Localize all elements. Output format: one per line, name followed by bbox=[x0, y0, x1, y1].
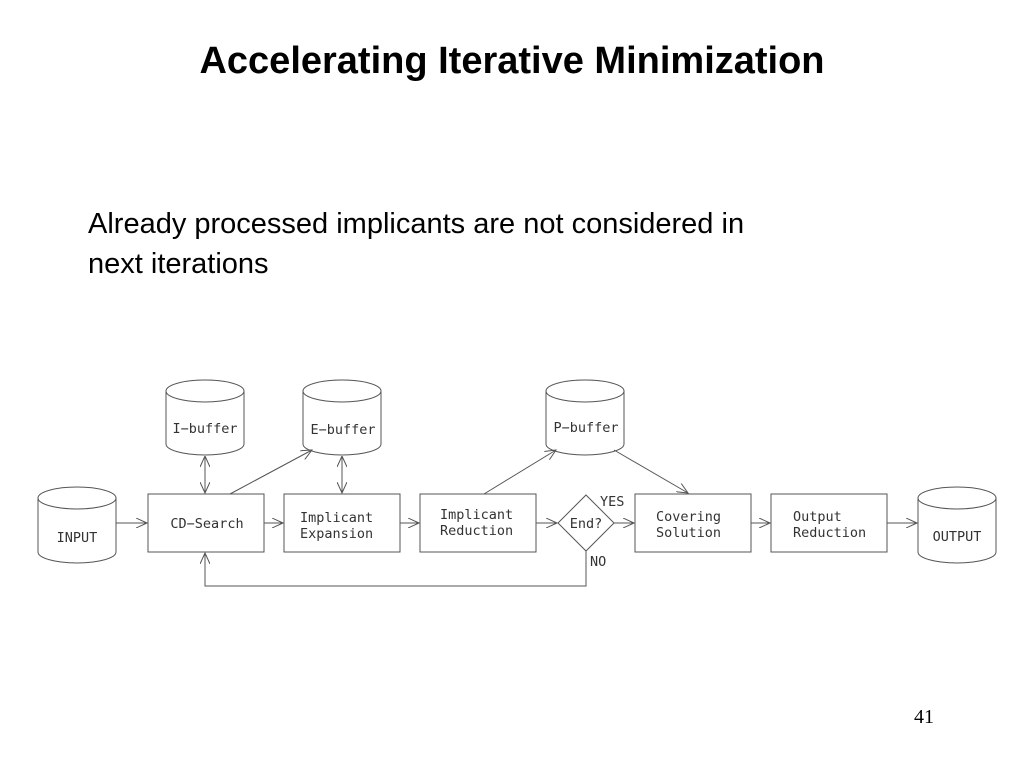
slide-text-line-1: Already processed implicants are not con… bbox=[88, 208, 745, 240]
p-buffer-cylinder bbox=[545, 379, 625, 456]
arrow-no-loop bbox=[205, 551, 587, 587]
no-label: NO bbox=[590, 554, 606, 570]
e-buffer-cylinder bbox=[302, 379, 382, 456]
output-reduction-label-line-2: Reduction bbox=[793, 525, 866, 541]
output-cylinder bbox=[917, 486, 997, 564]
expansion-label-line-1: Implicant bbox=[300, 510, 373, 526]
input-label: INPUT bbox=[57, 530, 98, 546]
yes-label: YES bbox=[600, 494, 624, 510]
covering-label-line-1: Covering bbox=[656, 509, 721, 525]
page-number: 41 bbox=[914, 706, 934, 728]
reduction-label-line-2: Reduction bbox=[440, 523, 513, 539]
e-buffer-label: E−buffer bbox=[310, 422, 375, 438]
covering-label-line-2: Solution bbox=[656, 525, 721, 541]
slide-text: Already processed implicants are not con… bbox=[88, 204, 888, 284]
arrow-reduction-to-p-buffer bbox=[483, 450, 556, 495]
expansion-label-line-2: Expansion bbox=[300, 526, 373, 542]
output-reduction-label-line-1: Output bbox=[793, 509, 842, 525]
i-buffer-label: I−buffer bbox=[172, 421, 237, 437]
reduction-label-line-1: Implicant bbox=[440, 507, 513, 523]
input-cylinder bbox=[37, 486, 117, 564]
i-buffer-cylinder bbox=[165, 379, 245, 456]
slide-title: Accelerating Iterative Minimization bbox=[199, 40, 825, 82]
output-label: OUTPUT bbox=[933, 529, 982, 545]
arrow-cd-search-to-e-buffer bbox=[229, 450, 312, 495]
cd-search-label: CD−Search bbox=[170, 516, 243, 532]
end-decision-label: End? bbox=[570, 516, 603, 532]
slide-text-line-2: next iterations bbox=[88, 248, 269, 280]
p-buffer-label: P−buffer bbox=[553, 420, 618, 436]
arrow-p-buffer-to-covering bbox=[613, 449, 688, 493]
